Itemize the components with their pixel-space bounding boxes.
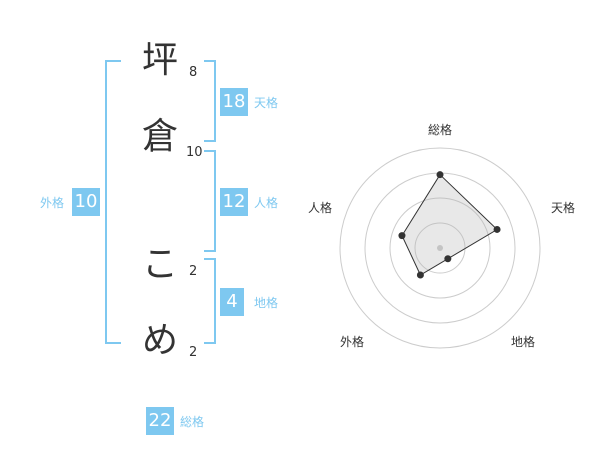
stroke-count-4: 2 bbox=[189, 345, 198, 360]
jinkaku-value: 12 bbox=[220, 188, 248, 216]
stroke-count-1: 8 bbox=[189, 65, 198, 80]
radar-axis-label-soukaku: 総格 bbox=[428, 123, 453, 137]
radar-point-2 bbox=[493, 225, 501, 233]
name-char-4: め bbox=[141, 320, 178, 361]
jinkaku-label: 人格 bbox=[254, 196, 279, 210]
chikaku-value: 4 bbox=[220, 288, 244, 316]
stroke-count-2: 10 bbox=[186, 145, 203, 160]
radar-point-4 bbox=[416, 271, 424, 279]
name-char-2: 倉 bbox=[141, 116, 178, 157]
chikaku-bracket bbox=[204, 258, 216, 344]
gaikaku-label: 外格 bbox=[40, 196, 65, 210]
name-char-1: 坪 bbox=[141, 40, 178, 81]
radar-series-polygon bbox=[401, 173, 498, 276]
radar-point-1 bbox=[436, 171, 444, 179]
name-char-3: こ bbox=[141, 244, 178, 285]
chikaku-label: 地格 bbox=[254, 296, 279, 310]
radar-axis-label-jinkaku: 人格 bbox=[308, 201, 333, 215]
gaikaku-value: 10 bbox=[72, 188, 100, 216]
radar-ring bbox=[339, 147, 541, 349]
radar-ring bbox=[389, 197, 491, 299]
radar-axis-label-tenkaku: 天格 bbox=[551, 201, 576, 215]
soukaku-label: 総格 bbox=[180, 415, 205, 429]
radar-axis-label-chikaku: 地格 bbox=[511, 335, 536, 349]
radar-point-5 bbox=[398, 232, 406, 240]
radar-axis-label-gaikaku: 外格 bbox=[340, 335, 365, 349]
tenkaku-bracket bbox=[204, 60, 216, 142]
soukaku-value: 22 bbox=[146, 407, 174, 435]
radar-chart bbox=[339, 147, 541, 349]
radar-point-3 bbox=[444, 255, 452, 263]
radar-center bbox=[437, 245, 443, 251]
tenkaku-label: 天格 bbox=[254, 96, 279, 110]
jinkaku-bracket bbox=[204, 150, 216, 252]
tenkaku-value: 18 bbox=[220, 88, 248, 116]
stroke-count-3: 2 bbox=[189, 264, 198, 279]
gaikaku-bracket bbox=[105, 60, 121, 344]
